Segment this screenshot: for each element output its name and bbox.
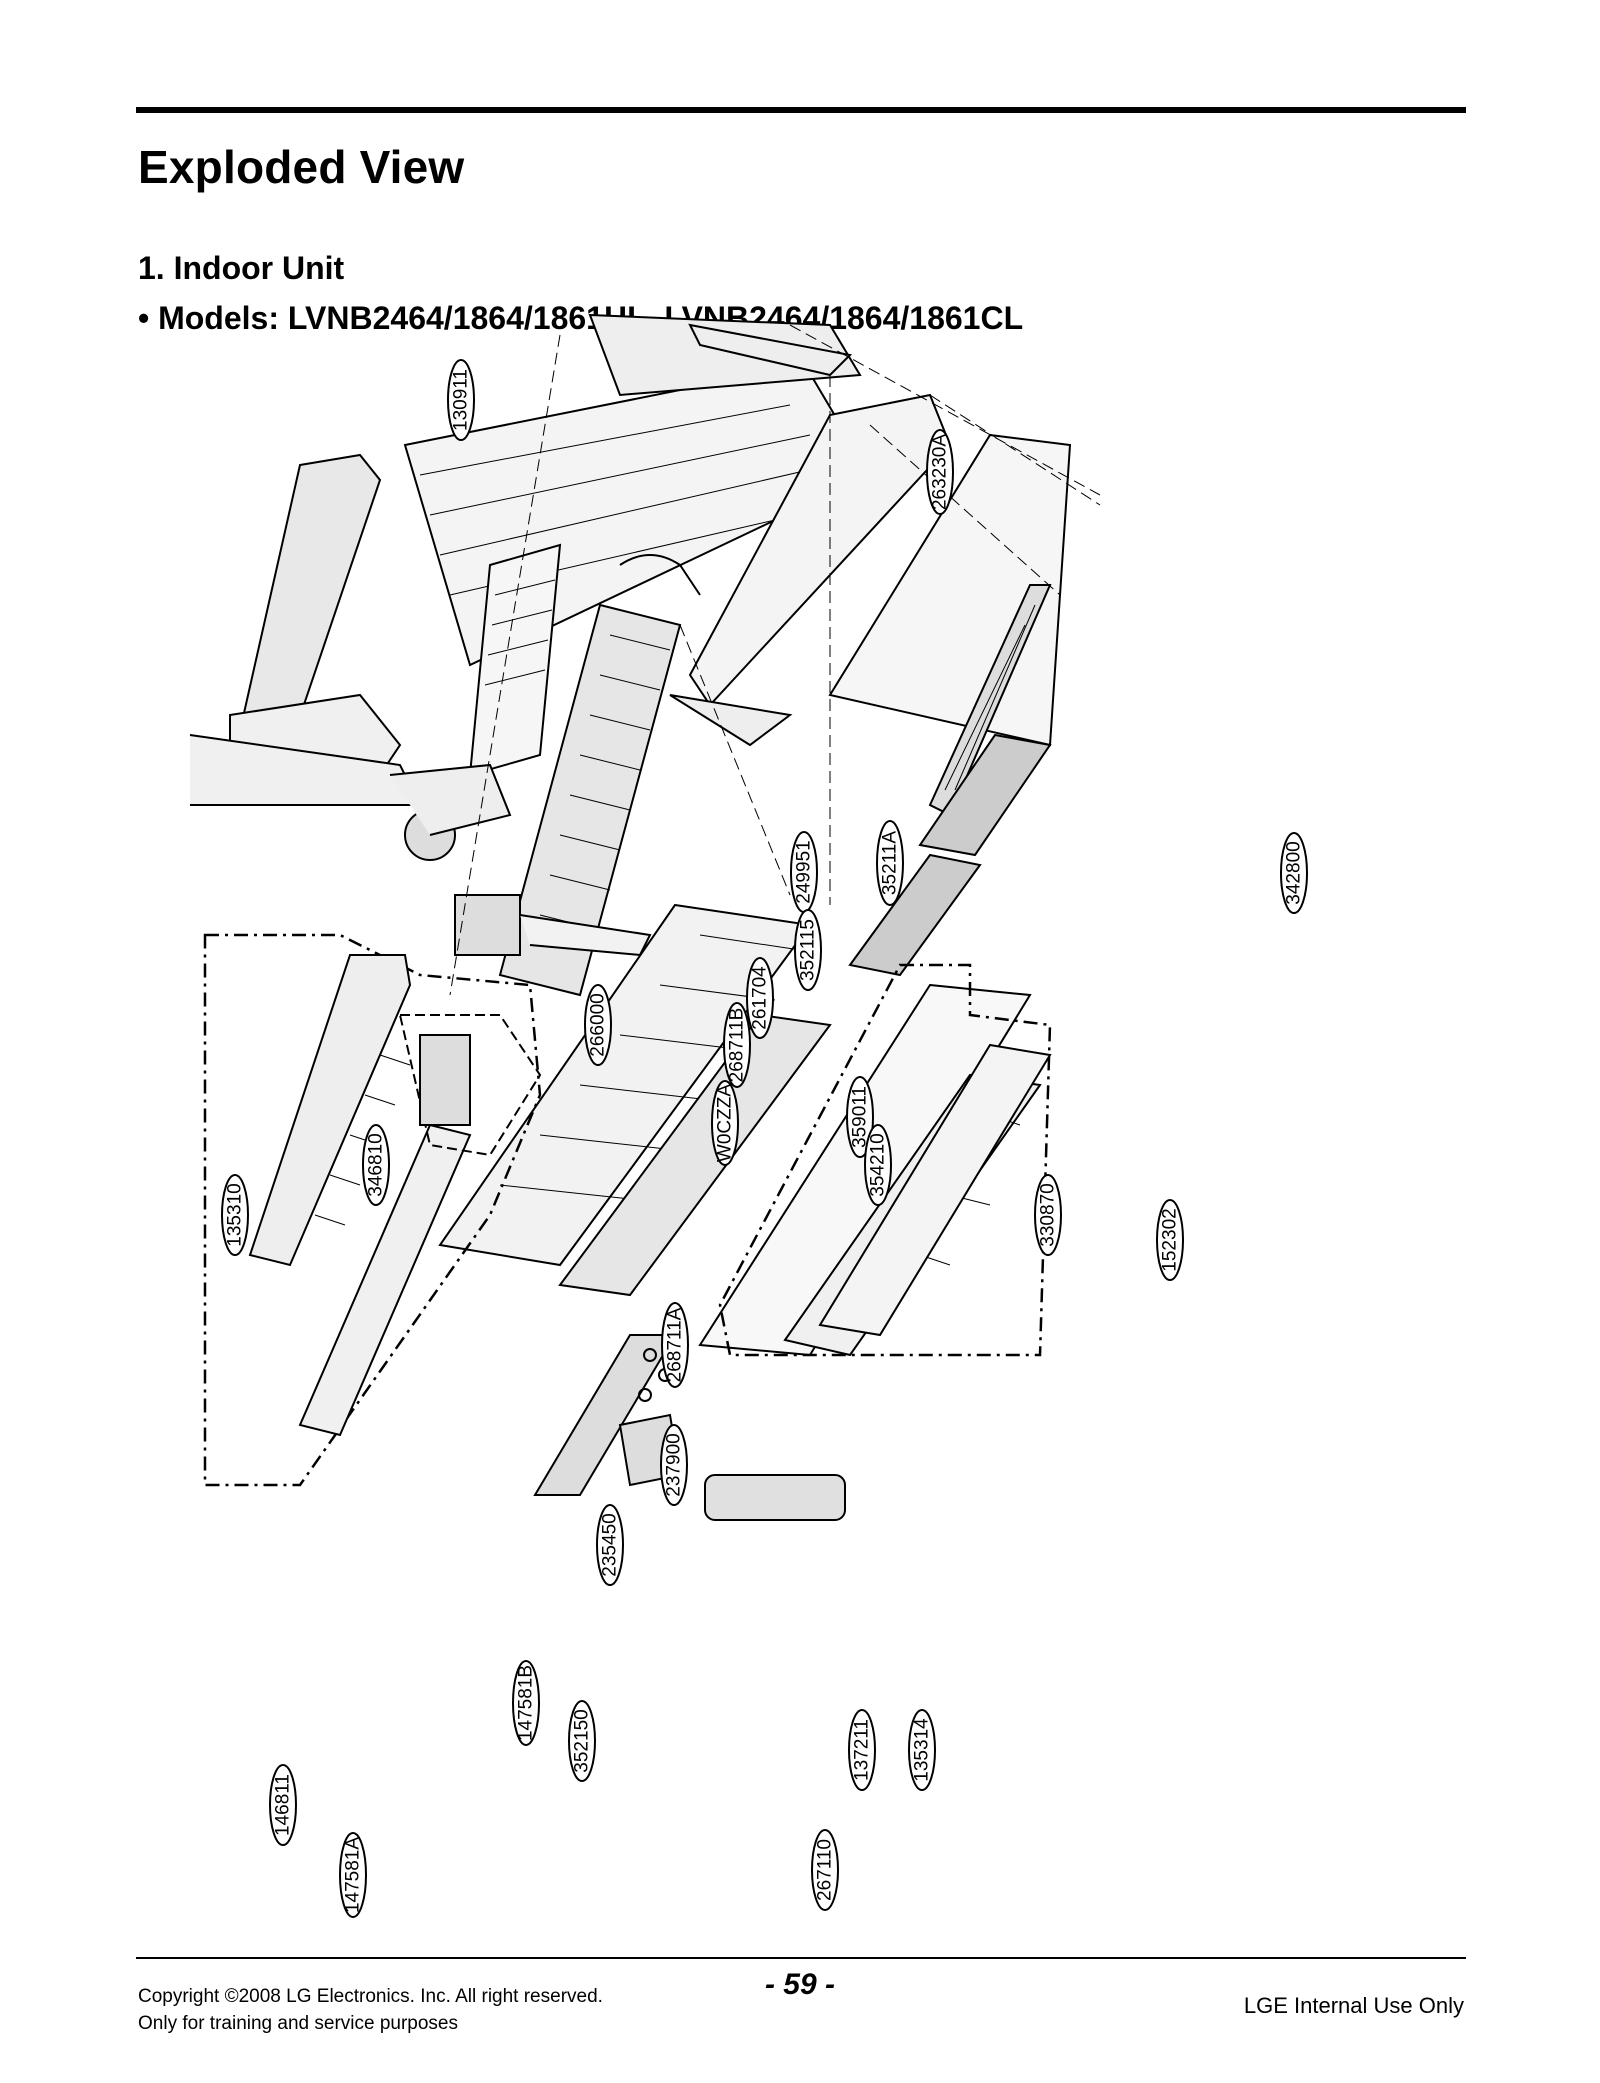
svg-text:352115: 352115	[798, 919, 819, 981]
callout-147581B: 147581B	[512, 1660, 540, 1746]
callout-359011: 359011	[846, 1076, 874, 1158]
svg-text:135314: 135314	[912, 1718, 933, 1782]
part-callouts: 130911 263230A 249951 35211A 342800 3521…	[221, 359, 1308, 1918]
callout-W0CZZA: W0CZZA	[711, 1080, 739, 1166]
svg-text:354210: 354210	[868, 1133, 889, 1196]
copyright-line-2: Only for training and service purposes	[138, 2013, 458, 2034]
callout-135314: 135314	[908, 1709, 936, 1791]
svg-text:249951: 249951	[794, 840, 815, 903]
top-cover-part	[588, 313, 862, 397]
svg-text:147581A: 147581A	[343, 1837, 364, 1913]
svg-text:352150: 352150	[572, 1709, 593, 1772]
callout-268711A: 268711A	[661, 1302, 689, 1388]
svg-text:146811: 146811	[273, 1774, 294, 1836]
callout-267110: 267110	[811, 1829, 839, 1911]
svg-text:130911: 130911	[451, 369, 472, 431]
callout-352150: 352150	[568, 1700, 596, 1782]
svg-text:147581B: 147581B	[516, 1665, 537, 1741]
callout-135310: 135310	[221, 1174, 249, 1256]
filter-part	[918, 733, 1052, 857]
callout-354210: 354210	[864, 1124, 892, 1206]
callout-235450: 235450	[596, 1504, 624, 1586]
svg-text:237900: 237900	[664, 1433, 685, 1496]
svg-text:342800: 342800	[1284, 841, 1305, 904]
callout-152302: 152302	[1156, 1199, 1184, 1281]
base-part	[438, 903, 812, 1267]
drain-hose-part	[533, 1334, 677, 1496]
callout-137211: 137211	[848, 1709, 876, 1791]
callout-266000: 266000	[584, 984, 612, 1066]
louver-assembly-part	[248, 954, 412, 1267]
svg-text:268711B: 268711B	[727, 1008, 748, 1083]
svg-text:268711A: 268711A	[665, 1307, 686, 1382]
callout-261704: 261704	[746, 957, 774, 1039]
callout-346810: 346810	[362, 1124, 390, 1206]
callout-130911: 130911	[447, 359, 475, 441]
callout-352115: 352115	[794, 909, 822, 991]
svg-text:35211A: 35211A	[880, 831, 901, 895]
svg-text:263230A: 263230A	[930, 434, 951, 510]
callout-330870: 330870	[1034, 1174, 1062, 1256]
callout-263230A: 263230A	[926, 429, 954, 515]
svg-text:235450: 235450	[600, 1513, 621, 1576]
callout-35211A: 35211A	[876, 820, 904, 906]
pcb-assembly-part	[468, 543, 562, 777]
svg-text:135310: 135310	[225, 1183, 246, 1246]
svg-text:330870: 330870	[1038, 1183, 1059, 1246]
copyright-notice: Copyright ©2008 LG Electronics. Inc. All…	[138, 1983, 603, 2037]
svg-text:261704: 261704	[750, 966, 771, 1030]
filter-part	[848, 853, 982, 977]
remote-control-part	[704, 1474, 846, 1521]
piping-part	[619, 554, 701, 596]
svg-text:359011: 359011	[850, 1086, 871, 1148]
page-title: Exploded View	[138, 141, 465, 193]
callout-146811: 146811	[269, 1764, 297, 1846]
internal-use-label: LGE Internal Use Only	[1243, 1993, 1464, 2018]
svg-text:W0CZZA: W0CZZA	[715, 1084, 736, 1162]
callout-342800: 342800	[1280, 832, 1308, 914]
svg-text:267110: 267110	[815, 1839, 836, 1901]
page-number: - 59 -	[764, 1968, 836, 2001]
callout-249951: 249951	[790, 831, 818, 913]
models-heading: • Models: LVNB2464/1864/1861HL, LVNB2464…	[138, 300, 1024, 336]
svg-text:346810: 346810	[366, 1133, 387, 1196]
callout-147581A: 147581A	[339, 1832, 367, 1918]
section-heading: 1. Indoor Unit	[138, 250, 345, 286]
svg-text:152302: 152302	[1160, 1208, 1181, 1271]
right-enclosure	[718, 963, 1052, 1357]
svg-text:137211: 137211	[852, 1719, 873, 1781]
copyright-line-1: Copyright ©2008 LG Electronics. Inc. All…	[138, 1986, 603, 2007]
exploded-view-diagram: 130911 263230A 249951 35211A 342800 3521…	[189, 313, 1308, 1918]
top-rule	[136, 107, 1466, 113]
svg-text:266000: 266000	[588, 993, 609, 1056]
callout-268711B: 268711B	[723, 1002, 751, 1088]
left-enclosure	[203, 933, 542, 1487]
bottom-rule	[136, 1957, 1466, 1959]
callout-237900: 237900	[660, 1424, 688, 1506]
